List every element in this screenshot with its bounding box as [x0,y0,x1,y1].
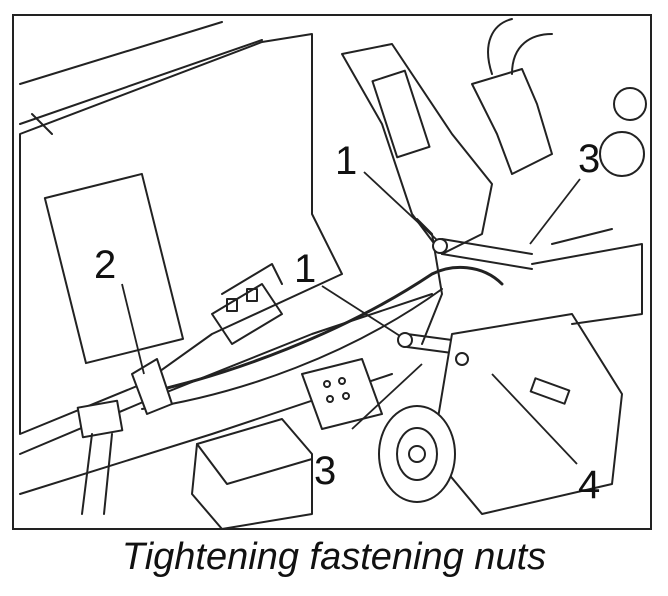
callout-3a: 3 [578,137,600,181]
callout-3b: 3 [314,449,336,493]
coil-detail [613,87,647,121]
relay-block-top [196,443,313,485]
fastening-rod [441,238,533,270]
actuator-end-cap [378,405,456,503]
figure-caption: Tightening fastening nuts [121,536,547,578]
bracket-slot [371,69,431,159]
vent-slot [226,298,238,312]
housing-top-strip [19,21,263,135]
corrugated-tube [81,433,113,515]
fastening-nut [432,238,448,254]
wiring-harness [140,265,504,396]
vent-grille [301,358,383,430]
callout-2: 2 [94,243,116,287]
leader-line-1a [363,171,438,241]
vent-slot [246,288,258,302]
callout-1a: 1 [335,139,357,183]
actuator-end-ring [396,427,438,481]
leader-line-2 [121,283,145,375]
harness-clip [131,358,173,415]
leader-line-3b [351,363,423,430]
grille-hole [342,392,350,400]
leader-line-3a [529,178,581,245]
engine-bay-illustration: 1 1 2 3 3 4 [12,14,652,530]
mounting-bracket [341,43,493,255]
grille-hole [323,380,331,388]
leader-line-1b [321,285,401,337]
electrical-connector [471,68,553,175]
grille-hole [326,395,334,403]
actuator-hole [455,352,469,366]
connector-wires [487,18,553,75]
fastening-nut [397,332,413,348]
relay-block [191,418,313,530]
actuator-mounting-rail [531,228,643,325]
bracket-strap [416,218,443,345]
coil-detail [599,131,645,177]
label-plate [43,172,185,365]
callout-1b: 1 [294,247,316,291]
actuator-clip [529,377,571,405]
wiring-harness [141,288,443,410]
grille-hole [338,377,346,385]
vent-bracket [211,263,283,345]
actuator-shaft [408,445,426,463]
leader-line-4 [491,373,578,465]
callout-4: 4 [578,463,600,507]
harness-plug [76,399,124,439]
